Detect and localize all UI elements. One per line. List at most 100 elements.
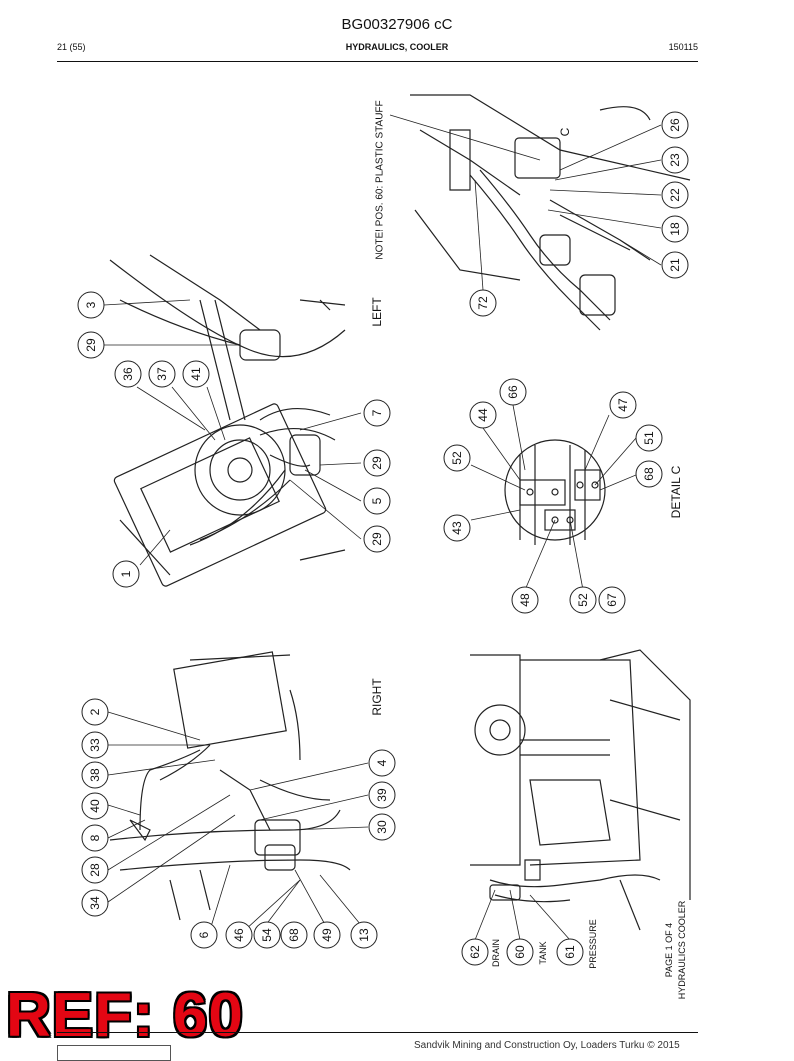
callout-circle [609, 391, 637, 419]
callout-number: 33 [88, 738, 102, 752]
callout-number: 44 [476, 408, 490, 422]
ref-stamp: REF: 60 [6, 981, 244, 1050]
callout-circle [511, 586, 539, 614]
callout-22: 22 [661, 181, 689, 209]
cooler-view-linework [470, 649, 691, 931]
callout-4: 4 [368, 749, 396, 777]
callout-circle [313, 921, 341, 949]
callout-circle [112, 560, 140, 588]
callout-number: 54 [260, 928, 274, 942]
callout-68: 68 [635, 460, 663, 488]
callout-number: 18 [668, 222, 682, 236]
callout-number: 7 [370, 409, 384, 416]
callout-72: 72 [469, 289, 497, 317]
callout-circle [81, 698, 109, 726]
callout-number: 68 [642, 467, 656, 481]
callout-number: 38 [88, 768, 102, 782]
drawing-labels: LEFT RIGHT NOTE! POS. 60: PLASTIC STAUFF… [370, 100, 687, 999]
callout-number: 40 [88, 799, 102, 813]
callout-number: 49 [320, 928, 334, 942]
callout-43: 43 [443, 514, 471, 542]
callout-number: 29 [84, 338, 98, 352]
callout-circle [182, 360, 210, 388]
callout-number: 22 [668, 188, 682, 202]
view-label-left: LEFT [370, 297, 384, 327]
callout-number: 34 [88, 896, 102, 910]
callout-number: 62 [468, 945, 482, 959]
leader-lines [103, 114, 662, 941]
callout-circle [81, 761, 109, 789]
callout-number: 66 [506, 385, 520, 399]
callout-61: 61 [556, 938, 584, 966]
callout-number: 2 [88, 708, 102, 715]
callout-circle [635, 460, 663, 488]
callout-number: 28 [88, 863, 102, 877]
callout-circle [661, 215, 689, 243]
callout-30: 30 [368, 813, 396, 841]
callout-number: 8 [88, 834, 102, 841]
callout-48: 48 [511, 586, 539, 614]
callout-number: 13 [357, 928, 371, 942]
footer-rule [57, 1032, 698, 1033]
callout-circle [499, 378, 527, 406]
section-title: HYDRAULICS, COOLER [345, 42, 449, 52]
callout-circle [190, 921, 218, 949]
header-rule [57, 61, 698, 62]
callout-67: 67 [598, 586, 626, 614]
callout-circle [469, 289, 497, 317]
document-id: BG00327906 cC [341, 16, 453, 33]
callout-number: 68 [287, 928, 301, 942]
callout-circle [350, 921, 378, 949]
callout-circle [368, 781, 396, 809]
callout-52: 52 [443, 444, 471, 472]
callout-29: 29 [363, 525, 391, 553]
callout-circle [569, 586, 597, 614]
callout-circle [368, 749, 396, 777]
callout-33: 33 [81, 731, 109, 759]
footer-copyright: Sandvik Mining and Construction Oy, Load… [414, 1040, 680, 1051]
callout-number: 52 [576, 593, 590, 607]
callout-number: 46 [232, 928, 246, 942]
callout-39: 39 [368, 781, 396, 809]
callout-40: 40 [81, 792, 109, 820]
callout-circle [363, 399, 391, 427]
callout-49: 49 [313, 921, 341, 949]
callout-circle [661, 251, 689, 279]
detail-c-label: DETAIL C [669, 465, 683, 518]
callout-number: 6 [197, 931, 211, 938]
callout-8: 8 [81, 824, 109, 852]
callout-52: 52 [569, 586, 597, 614]
callout-number: 29 [370, 532, 384, 546]
callout-circle [661, 146, 689, 174]
callout-circle [81, 824, 109, 852]
callout-number: 21 [668, 258, 682, 272]
callout-circle [443, 444, 471, 472]
callout-circle [469, 401, 497, 429]
callout-number: 23 [668, 153, 682, 167]
callout-66: 66 [499, 378, 527, 406]
callout-circle [253, 921, 281, 949]
callout-number: 41 [189, 367, 203, 381]
linework [109, 94, 691, 931]
note-plastic-stauff: NOTE! POS. 60: PLASTIC STAUFF [375, 100, 386, 259]
callout-circle [148, 360, 176, 388]
callout-number: 29 [370, 456, 384, 470]
callout-number: 61 [563, 945, 577, 959]
callout-51: 51 [635, 424, 663, 452]
callout-number: 37 [155, 367, 169, 381]
view-label-right: RIGHT [370, 678, 384, 716]
callout-60: 60 [506, 938, 534, 966]
callout-37: 37 [148, 360, 176, 388]
callout-47: 47 [609, 391, 637, 419]
callout-number: 47 [616, 398, 630, 412]
callout-circle [661, 111, 689, 139]
callout-circle [363, 449, 391, 477]
document-date: 150115 [668, 42, 698, 52]
callout-circle [506, 938, 534, 966]
callout-circle [280, 921, 308, 949]
callout-13: 13 [350, 921, 378, 949]
callout-circle [225, 921, 253, 949]
callout-18: 18 [661, 215, 689, 243]
callout-circle [77, 291, 105, 319]
callout-number: 1 [119, 570, 133, 577]
